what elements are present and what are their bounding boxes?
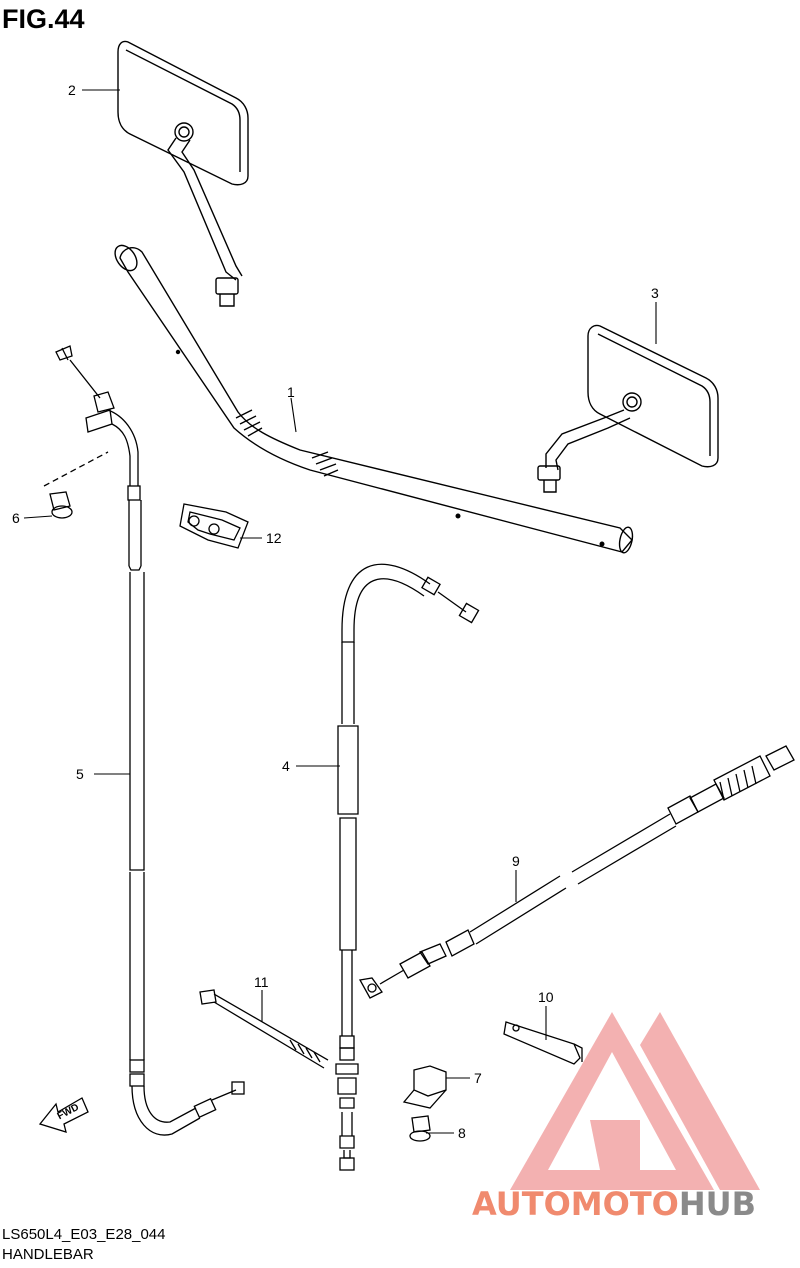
figure-title: FIG.44 bbox=[2, 4, 85, 34]
callout-labels: 1 2 3 4 5 6 7 8 9 10 11 12 bbox=[12, 82, 659, 1141]
callout-7: 7 bbox=[474, 1070, 482, 1086]
watermark-logo bbox=[510, 1012, 760, 1190]
right-mirror-part-3 bbox=[537, 324, 719, 493]
cable-part-9 bbox=[358, 745, 795, 999]
watermark-text: AUTOMOTOHUB bbox=[472, 1185, 756, 1223]
screw-part-6 bbox=[43, 451, 109, 519]
callout-5: 5 bbox=[76, 766, 84, 782]
holder-part-7 bbox=[402, 1065, 447, 1109]
forward-arrow-icon: FWD bbox=[38, 1097, 89, 1133]
bolt-part-8 bbox=[409, 1115, 431, 1142]
watermark-part2: HUB bbox=[679, 1185, 756, 1223]
watermark-part1: AUTOMOTO bbox=[472, 1185, 679, 1223]
cable-part-4 bbox=[335, 563, 480, 1171]
callout-9: 9 bbox=[512, 853, 520, 869]
leader-lines bbox=[23, 89, 657, 1134]
cable-tie-part-11 bbox=[199, 989, 329, 1069]
callout-3: 3 bbox=[651, 285, 659, 301]
left-mirror-part-2 bbox=[117, 40, 249, 307]
svg-text:AUTOMOTOHUB: AUTOMOTOHUB bbox=[472, 1185, 756, 1223]
diagram-name: HANDLEBAR bbox=[2, 1246, 94, 1263]
callout-6: 6 bbox=[12, 510, 20, 526]
clamp-part-12 bbox=[179, 503, 249, 549]
callout-4: 4 bbox=[282, 758, 290, 774]
throttle-cable-part-5 bbox=[55, 345, 245, 1136]
callout-1: 1 bbox=[287, 384, 295, 400]
callout-8: 8 bbox=[458, 1125, 466, 1141]
callout-2: 2 bbox=[68, 82, 76, 98]
callout-10: 10 bbox=[538, 989, 554, 1005]
callout-11: 11 bbox=[254, 974, 269, 990]
diagram-code: LS650L4_E03_E28_044 bbox=[2, 1226, 166, 1243]
handlebar-part-1 bbox=[114, 244, 634, 554]
bracket-part-10 bbox=[503, 1021, 583, 1065]
callout-12: 12 bbox=[266, 530, 282, 546]
